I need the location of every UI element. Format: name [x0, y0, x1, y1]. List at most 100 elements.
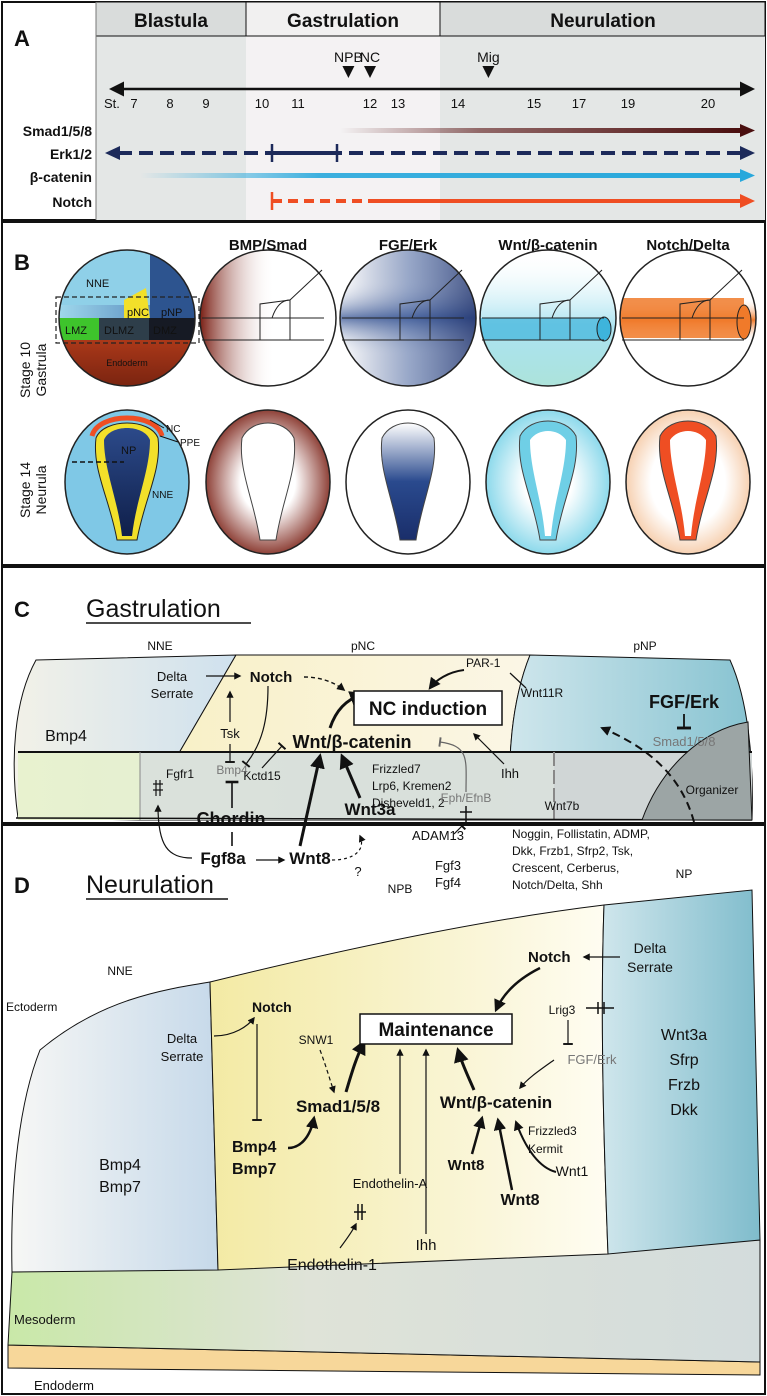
bmp4-label: Bmp4: [45, 728, 87, 745]
row2-label-neurula: Neurula: [33, 465, 49, 514]
adam13-label: ADAM13: [412, 828, 464, 843]
npb-bmp4: Bmp4: [232, 1139, 277, 1156]
region-endoderm: Endoderm: [106, 358, 148, 368]
serrate-left: Serrate: [161, 1049, 204, 1064]
stage-tick-label: 12: [363, 96, 377, 111]
region-pnc: pNC: [127, 307, 149, 319]
fgfr1-label: Fgfr1: [166, 767, 194, 781]
region-np: NP: [121, 445, 136, 457]
par1-label: PAR-1: [466, 656, 501, 670]
notch-arrowhead: [740, 194, 755, 208]
panel-b-letter: B: [14, 250, 30, 275]
smad-gray-label: Smad1/5/8: [653, 734, 716, 749]
neurula-notch: [625, 409, 751, 555]
maintenance-box: [359, 1013, 513, 1045]
dmz-list-1: Noggin, Follistatin, ADMP,: [512, 827, 650, 841]
stage-tick-label: 13: [391, 96, 405, 111]
snw1-label: SNW1: [299, 1033, 334, 1047]
stage-tick-label: 17: [572, 96, 586, 111]
event-label: NC: [360, 49, 380, 65]
fgf3-label: Fgf3: [435, 858, 461, 873]
region-np-d: [601, 889, 761, 1255]
row1-label-gastrula: Gastrula: [33, 343, 49, 396]
dmz-list-2: Dkk, Frzb1, Sfrp2, Tsk,: [512, 844, 633, 858]
bcatenin-arrowhead: [740, 169, 755, 182]
event-label: Mig: [477, 49, 500, 65]
stage-tick-label: 19: [621, 96, 635, 111]
neurula-bmp: [205, 409, 331, 555]
delta-right: Delta: [634, 940, 667, 956]
maintenance-label: Maintenance: [378, 1020, 493, 1041]
panel-c-title: Gastrulation: [86, 595, 221, 623]
label-ectoderm: Ectoderm: [6, 1000, 57, 1014]
eph-label: Eph/EfnB: [441, 791, 492, 805]
fgf4-label: Fgf4: [435, 875, 461, 890]
neurula-fgf: [345, 409, 471, 555]
panel-a: A Blastula Gastrulation Neurulation NPBN…: [1, 1, 766, 221]
neurula-schematic: NP NC PPE NNE: [64, 409, 200, 555]
endothelin-1-label: Endothelin-1: [287, 1257, 377, 1274]
notch-label: Notch: [250, 669, 293, 686]
stage-prefix: St.: [104, 96, 120, 111]
erk-arrowhead-left: [105, 146, 120, 160]
wnt8-a-label: Wnt8: [448, 1157, 485, 1174]
dmz-list-4: Notch/Delta, Shh: [512, 878, 603, 892]
nc-induction-label: NC induction: [369, 699, 487, 720]
region-dmz: DMZ: [153, 325, 177, 337]
header-notch: Notch/Delta: [646, 237, 730, 254]
region-nne: NNE: [86, 278, 109, 290]
notch-right: Notch: [528, 949, 571, 966]
stage-tick-label: 10: [255, 96, 269, 111]
delta-label: Delta: [157, 669, 188, 684]
phase-gastrulation: Gastrulation: [287, 11, 399, 32]
np-factor: Sfrp: [669, 1052, 698, 1069]
signal-erk: Erk1/2: [50, 146, 92, 162]
gastrula-grid: [482, 269, 604, 341]
lrp6-label: Lrp6, Kremen2: [372, 779, 452, 793]
nne-bmp4: Bmp4: [99, 1157, 141, 1174]
panel-d-letter: D: [14, 873, 30, 898]
nc-induction-box: [353, 690, 503, 726]
np-factor: Frzb: [668, 1077, 700, 1094]
stage-tick-label: 8: [166, 96, 173, 111]
label-np: NP: [676, 867, 693, 881]
wnt8-label: Wnt8: [289, 849, 331, 868]
notch-left: Notch: [252, 999, 292, 1015]
delta-left: Delta: [167, 1031, 198, 1046]
signal-bcatenin: β-catenin: [30, 169, 92, 185]
smad-arrowhead: [740, 124, 755, 137]
serrate-label: Serrate: [151, 686, 194, 701]
gastrula-grid: [622, 269, 744, 341]
region-ppe: PPE: [180, 438, 200, 449]
bcatenin-bar: [140, 173, 740, 178]
wnt3a-label: Wnt3a: [345, 800, 397, 819]
header-bmp: BMP/Smad: [229, 237, 307, 254]
ihh-label: Ihh: [501, 766, 519, 781]
row2-label-stage: Stage 14: [17, 462, 33, 518]
region-pnp: pNP: [161, 307, 182, 319]
signal-smad: Smad1/5/8: [23, 123, 92, 139]
smad-label: Smad1/5/8: [296, 1097, 380, 1116]
erk-arrowhead-right: [740, 146, 755, 160]
organizer-label: Organizer: [686, 783, 739, 797]
frizzled7-label: Frizzled7: [372, 762, 421, 776]
nne-bmp7: Bmp7: [99, 1179, 141, 1196]
smad-bar: [340, 128, 740, 133]
region-nc: NC: [166, 424, 180, 435]
tsk-label: Tsk: [220, 726, 240, 741]
npb-bmp7: Bmp7: [232, 1161, 277, 1178]
gastrula-schematic: NNE pNC pNP LMZ DLMZ DMZ Endoderm: [55, 249, 200, 387]
region-nne-neurula: NNE: [152, 490, 173, 501]
gastrula-grid: [202, 269, 324, 341]
stage-tick-label: 15: [527, 96, 541, 111]
stage-tick-label: 14: [451, 96, 465, 111]
panel-d-title: Neurulation: [86, 871, 214, 899]
label-endoderm: Endoderm: [34, 1378, 94, 1393]
kctd15-label: Kctd15: [243, 769, 281, 783]
bmp4-gray-label: Bmp4: [216, 763, 248, 777]
frizzled3-label: Frizzled3: [528, 1124, 577, 1138]
wnt11r-label: Wnt11R: [521, 686, 564, 700]
panel-a-letter: A: [14, 26, 30, 51]
stage-tick-label: 11: [291, 96, 305, 111]
